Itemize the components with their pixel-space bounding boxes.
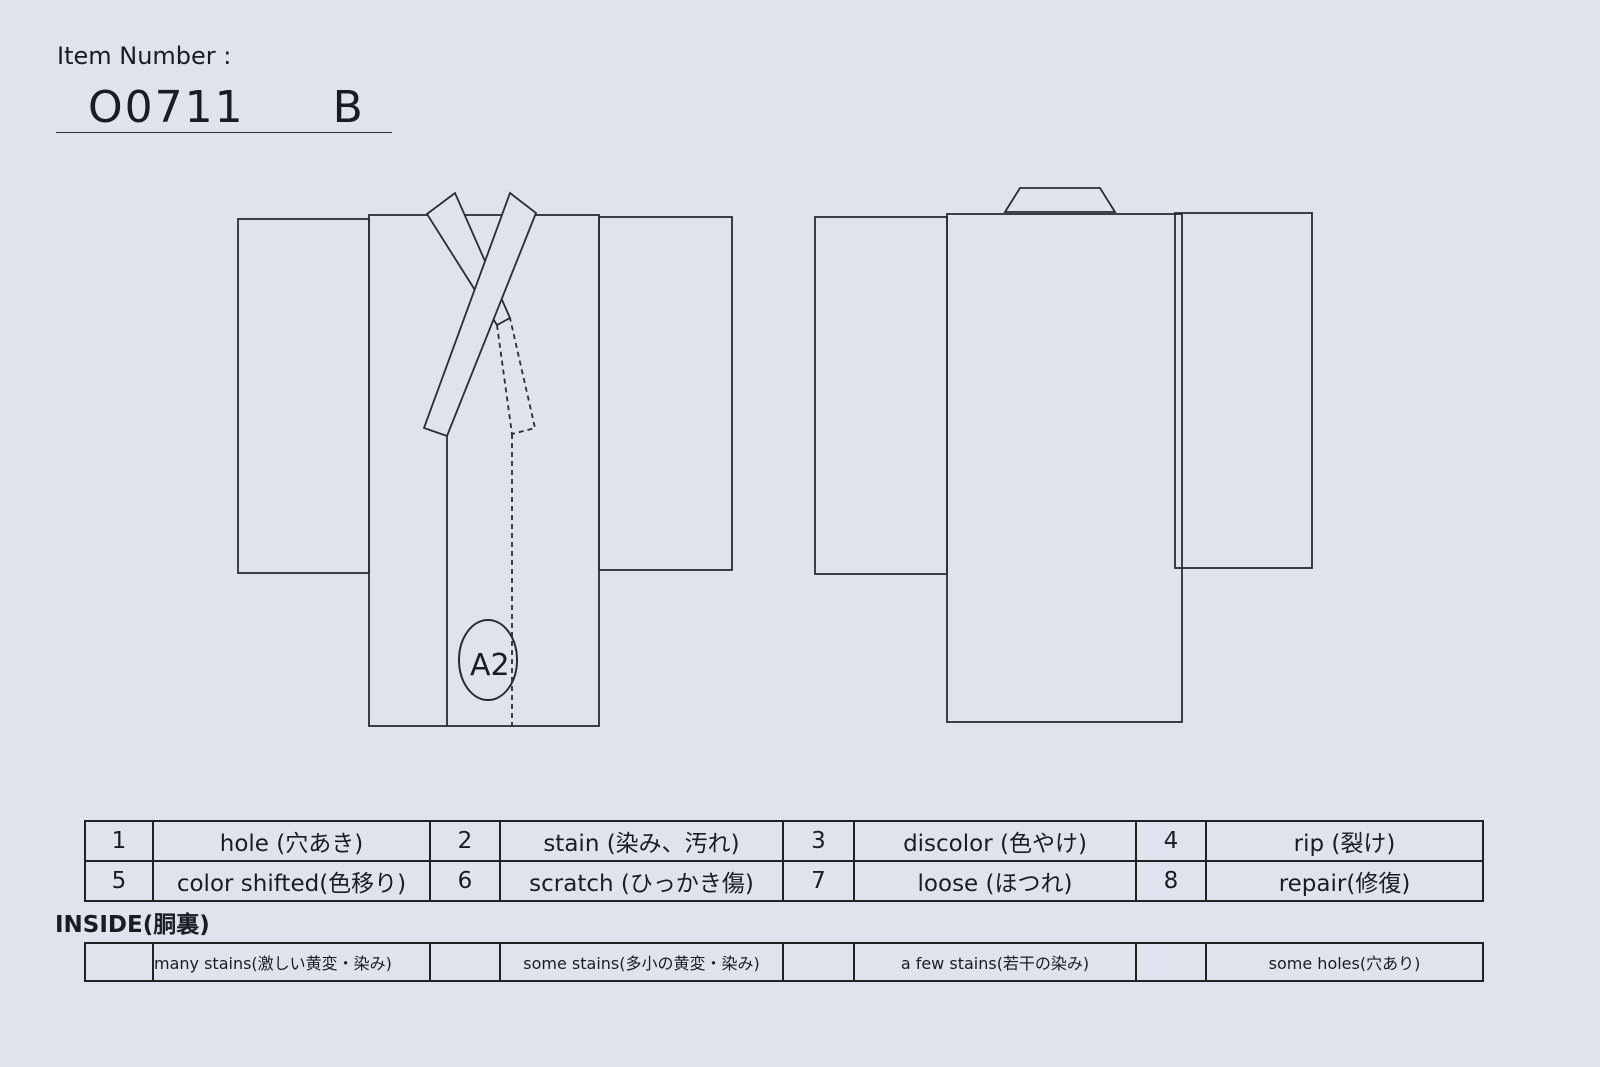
item-number-underline	[56, 132, 392, 133]
legend-number: 7	[782, 860, 855, 902]
inside-condition-table: many stains(激しい黄変・染み) some stains(多小の黄変・…	[84, 942, 1484, 982]
inside-item: many stains(激しい黄変・染み)	[152, 942, 431, 982]
front-collar-hidden	[496, 317, 537, 436]
back-body	[946, 213, 1183, 723]
back-left-sleeve	[814, 216, 948, 575]
legend-number: 5	[84, 860, 154, 902]
legend-label: stain (染み、汚れ)	[499, 820, 784, 862]
damage-legend-table: 1 hole (穴あき) 2 stain (染み、汚れ) 3 discolor …	[84, 820, 1484, 902]
item-number-value: O0711 B	[88, 82, 365, 133]
legend-number: 6	[429, 860, 501, 902]
annotation-mark: A2	[470, 648, 510, 683]
table-row: 1 hole (穴あき) 2 stain (染み、汚れ) 3 discolor …	[84, 820, 1484, 862]
inside-checkbox	[1135, 942, 1207, 982]
inside-item: a few stains(若干の染み)	[853, 942, 1137, 982]
inside-item: some stains(多小の黄変・染み)	[499, 942, 784, 982]
legend-number: 3	[782, 820, 855, 862]
inside-checkbox	[84, 942, 154, 982]
legend-number: 2	[429, 820, 501, 862]
legend-label: color shifted(色移り)	[152, 860, 431, 902]
legend-label: loose (ほつれ)	[853, 860, 1137, 902]
inside-checkbox	[429, 942, 501, 982]
back-right-sleeve	[1174, 212, 1313, 569]
table-row: many stains(激しい黄変・染み) some stains(多小の黄変・…	[84, 942, 1484, 982]
item-number-label: Item Number :	[57, 42, 232, 70]
back-collar	[1003, 187, 1117, 213]
front-left-sleeve	[237, 218, 370, 574]
legend-number: 4	[1135, 820, 1207, 862]
legend-number: 1	[84, 820, 154, 862]
table-row: 5 color shifted(色移り) 6 scratch (ひっかき傷) 7…	[84, 860, 1484, 902]
legend-label: scratch (ひっかき傷)	[499, 860, 784, 902]
kimono-back-diagram	[814, 187, 1313, 723]
front-right-sleeve	[598, 216, 733, 571]
inside-item: some holes(穴あり)	[1205, 942, 1484, 982]
kimono-front-diagram	[237, 191, 733, 727]
legend-label: hole (穴あき)	[152, 820, 431, 862]
legend-label: repair(修復)	[1205, 860, 1484, 902]
annotation-circle	[458, 619, 518, 701]
legend-label: discolor (色やけ)	[853, 820, 1137, 862]
inside-heading: INSIDE(胴裏)	[55, 912, 210, 938]
inside-checkbox	[782, 942, 855, 982]
legend-number: 8	[1135, 860, 1207, 902]
legend-label: rip (裂け)	[1205, 820, 1484, 862]
